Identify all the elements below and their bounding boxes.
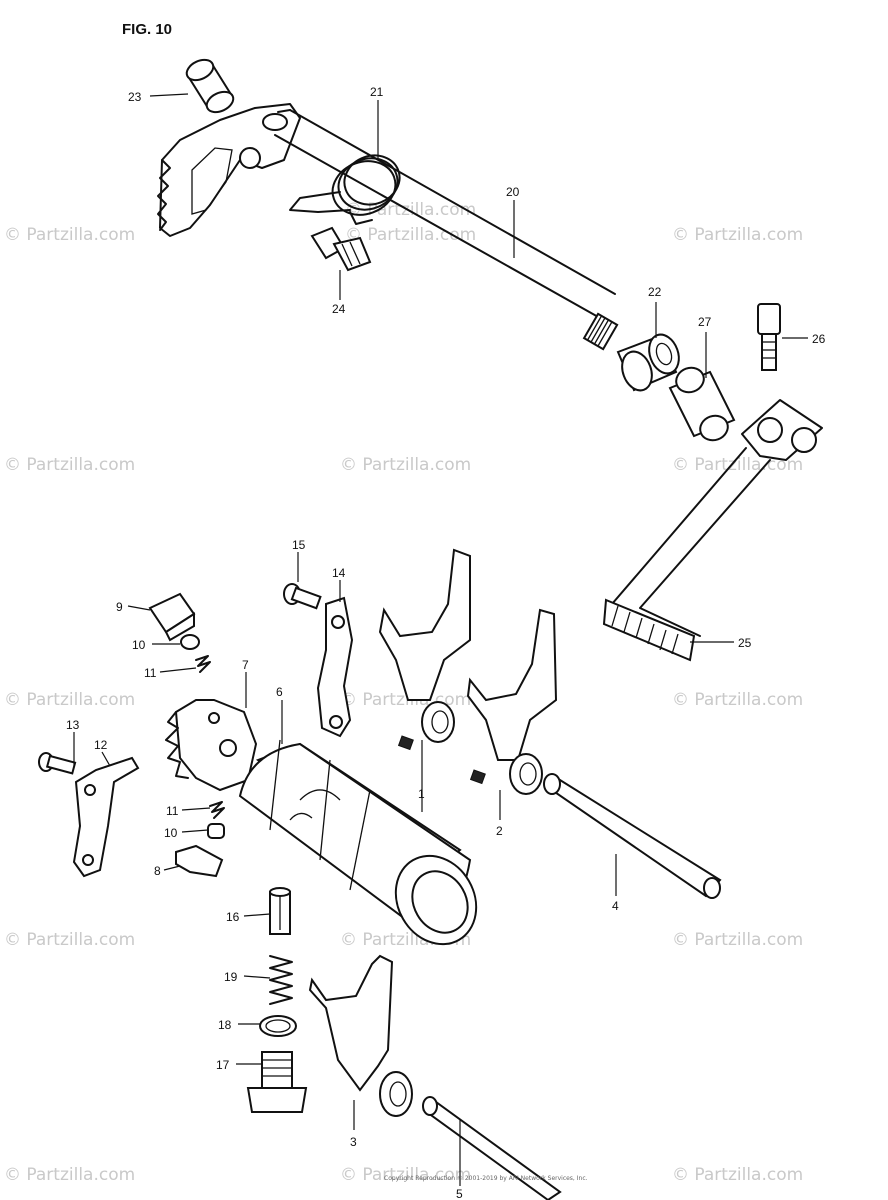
part-return-spring-21[interactable]: [289, 148, 407, 225]
part-fork-shaft-5[interactable]: [422, 1096, 562, 1200]
watermark: © Partzilla.com: [672, 690, 803, 710]
part-gearshift-shaft[interactable]: [274, 109, 619, 351]
callout-19: 19: [224, 970, 238, 984]
callout-27: 27: [698, 315, 712, 329]
part-plate-14[interactable]: [316, 596, 354, 738]
callout-15: 15: [292, 538, 306, 552]
callout-1: 1: [418, 787, 425, 801]
part-spring-19[interactable]: [269, 955, 293, 1005]
callout-25: 25: [738, 636, 752, 650]
callout-9: 9: [116, 600, 123, 614]
callout-26: 26: [812, 332, 826, 346]
callout-22: 22: [648, 285, 662, 299]
callout-4: 4: [612, 899, 619, 913]
part-shift-drum-6[interactable]: [238, 739, 492, 959]
callout-3: 3: [350, 1135, 357, 1149]
callout-23: 23: [128, 90, 142, 104]
watermark: © Partzilla.com: [672, 930, 803, 950]
callout-24: 24: [332, 302, 346, 316]
callout-16: 16: [226, 910, 240, 924]
part-screw-13[interactable]: [38, 752, 77, 775]
copyright-footer: Copyright Reproduction © 2001-2019 by AR…: [384, 1175, 588, 1182]
part-collar-27[interactable]: [668, 364, 736, 444]
watermark: © Partzilla.com: [4, 455, 135, 475]
callout-2: 2: [496, 824, 503, 838]
part-sleeve-23[interactable]: [184, 56, 237, 116]
watermark: © Partzilla.com: [672, 225, 803, 245]
callout-18: 18: [218, 1018, 232, 1032]
part-stopper-8[interactable]: [175, 844, 224, 878]
callout-6: 6: [276, 685, 283, 699]
callout-8: 8: [154, 864, 161, 878]
callout-13: 13: [66, 718, 80, 732]
part-bolt-26[interactable]: [757, 303, 781, 371]
part-spring-11a[interactable]: [195, 655, 211, 673]
part-shift-lever-25[interactable]: [602, 399, 823, 662]
watermark: © Partzilla.com: [340, 455, 471, 475]
part-screw-15[interactable]: [283, 583, 322, 610]
callouts: 23 21 20 24 22 27 26 25 15 14 9 10 11 7 …: [66, 85, 826, 1200]
part-shift-fork-2[interactable]: [466, 608, 558, 820]
part-pin-10b[interactable]: [207, 823, 225, 839]
watermark: © Partzilla.com: [4, 690, 135, 710]
part-oil-seal-22[interactable]: [616, 330, 684, 394]
part-shift-fork-1[interactable]: [378, 548, 471, 812]
callout-12: 12: [94, 738, 108, 752]
watermark: © Partzilla.com: [340, 1165, 471, 1185]
callout-11a: 11: [144, 666, 157, 680]
part-fork-shaft-4[interactable]: [543, 773, 722, 899]
callout-5: 5: [456, 1187, 463, 1200]
leader-lines: [73, 93, 808, 1186]
part-shift-arm[interactable]: [157, 103, 301, 237]
callout-17: 17: [216, 1058, 230, 1072]
watermarks: © Partzilla.com © Partzilla.com © Partzi…: [4, 200, 803, 1185]
watermark: © Partzilla.com: [345, 200, 476, 220]
part-shift-fork-3[interactable]: [308, 954, 413, 1130]
callout-7: 7: [242, 658, 249, 672]
part-stopper-9[interactable]: [148, 592, 196, 642]
watermark: © Partzilla.com: [4, 225, 135, 245]
callout-14: 14: [332, 566, 346, 580]
part-gasket-18[interactable]: [259, 1015, 297, 1037]
watermark: © Partzilla.com: [672, 1165, 803, 1185]
part-cam-gear-7[interactable]: [165, 699, 258, 792]
part-pin-16[interactable]: [269, 887, 291, 935]
callout-20: 20: [506, 185, 520, 199]
callout-10a: 10: [132, 638, 146, 652]
watermark: © Partzilla.com: [4, 930, 135, 950]
callout-11b: 11: [166, 804, 179, 818]
callout-21: 21: [370, 85, 384, 99]
part-spring-11b[interactable]: [209, 801, 225, 819]
part-stopper-bolt-24[interactable]: [310, 226, 372, 272]
part-plug-17[interactable]: [246, 1051, 308, 1113]
part-pin-10a[interactable]: [180, 634, 200, 650]
watermark: © Partzilla.com: [345, 225, 476, 245]
part-plate-12[interactable]: [72, 756, 140, 878]
watermark: © Partzilla.com: [4, 1165, 135, 1185]
callout-10b: 10: [164, 826, 178, 840]
figure-title: FIG. 10: [122, 21, 172, 38]
